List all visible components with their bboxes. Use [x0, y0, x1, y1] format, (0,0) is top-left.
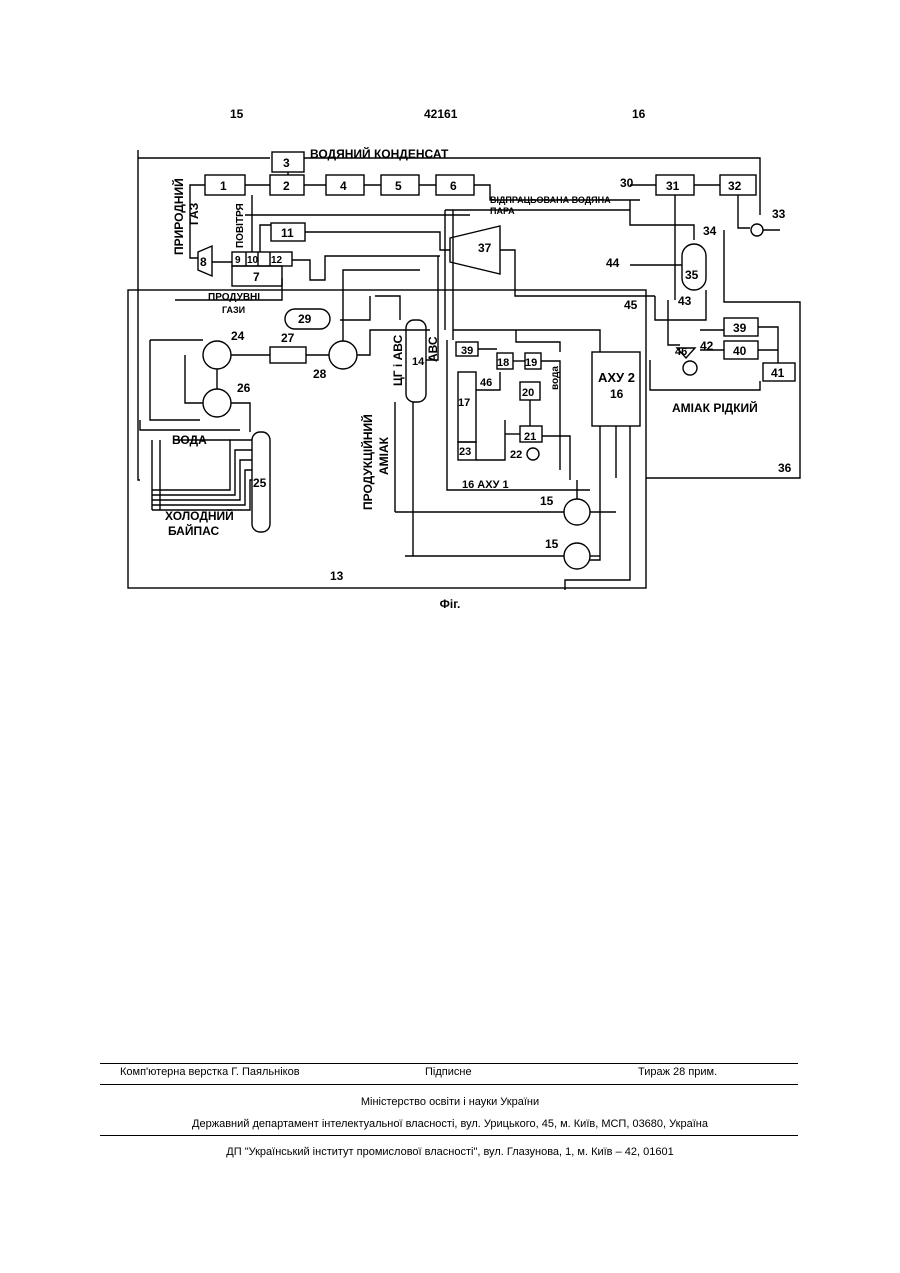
num-28: 28: [313, 367, 327, 381]
num-43: 43: [678, 294, 692, 308]
num-25: 25: [253, 476, 267, 490]
pump-42: [683, 361, 697, 375]
num-23: 23: [459, 446, 471, 458]
num-32: 32: [728, 179, 742, 193]
figure-caption: Фіг.: [0, 597, 900, 611]
num-4: 4: [340, 179, 347, 193]
num-13: 13: [330, 569, 344, 583]
pump-22: [527, 448, 539, 460]
document-number: 42161: [424, 107, 457, 121]
unit-27: [270, 347, 306, 363]
num-15b: 15: [545, 537, 559, 551]
heat-exchanger-24: [203, 341, 231, 369]
num-6: 6: [450, 179, 457, 193]
label-axu-1: 16 АХУ 1: [462, 479, 509, 491]
footer-layout-credit: Комп'ютерна верстка Г. Паяльніков: [120, 1066, 300, 1078]
boundary-36: [646, 230, 800, 478]
num-10: 10: [247, 255, 259, 266]
label-axu-2: АХУ 2: [598, 370, 635, 385]
num-14: 14: [412, 356, 425, 368]
heat-exchanger-15b: [564, 543, 590, 569]
num-2: 2: [283, 179, 290, 193]
num-11: 11: [281, 226, 294, 240]
num-3: 3: [283, 156, 290, 170]
num-46: 46: [480, 377, 492, 389]
num-1: 1: [220, 179, 227, 193]
num-16: 16: [610, 387, 624, 401]
label-purge-gases: ПРОДУВНІ: [208, 292, 260, 303]
num-12: 12: [271, 255, 283, 266]
heat-exchanger-28: [329, 341, 357, 369]
label-water: ВОДА: [172, 433, 207, 447]
footer-institute: ДП "Український інститут промислової вла…: [0, 1146, 900, 1158]
footer-rule-middle: [100, 1084, 798, 1085]
page-number-left: 15: [230, 107, 243, 121]
num-26: 26: [237, 381, 251, 395]
label-gases: ГАЗИ: [222, 305, 245, 315]
label-gas: ГАЗ: [187, 203, 201, 225]
num-19: 19: [525, 357, 537, 369]
num-44: 44: [606, 256, 620, 270]
num-22: 22: [510, 449, 522, 461]
label-waste-water: ВІДПРАЦЬОВАНА ВОДЯНА: [490, 195, 611, 205]
label-product-1: ПРОДУКЦІЙНИЙ: [360, 414, 375, 510]
num-15a: 15: [540, 494, 554, 508]
footer-signed: Підписне: [425, 1066, 472, 1078]
label-steam: ПАРА: [490, 206, 515, 216]
num-37: 37: [478, 241, 492, 255]
footer-rule-top: [100, 1063, 798, 1064]
turbine-37: [450, 226, 500, 274]
num-24: 24: [231, 329, 245, 343]
num-30: 30: [620, 176, 634, 190]
process-flow-diagram: ВОДЯНИЙ КОНДЕНСАТ ПРИРОДНИЙ ГАЗ ПОВІТРЯ …: [118, 138, 808, 608]
num-5: 5: [395, 179, 402, 193]
label-natural-gas: ПРИРОДНИЙ: [171, 178, 186, 255]
page-number-right: 16: [632, 107, 645, 121]
num-8: 8: [200, 255, 207, 269]
num-35: 35: [685, 268, 699, 282]
num-34: 34: [703, 224, 717, 238]
label-liquid-ammonia: АМІАК РІДКИЙ: [672, 400, 758, 415]
heat-exchanger-15a: [564, 499, 590, 525]
num-21: 21: [524, 431, 536, 443]
num-36: 36: [778, 461, 792, 475]
num-41: 41: [771, 366, 785, 380]
num-27: 27: [281, 331, 295, 345]
footer-rule-bottom: [100, 1135, 798, 1136]
num-33: 33: [772, 207, 786, 221]
num-18: 18: [497, 357, 509, 369]
num-40: 40: [733, 344, 747, 358]
label-cold-bypass-2: БАЙПАС: [168, 523, 219, 538]
pump-33: [751, 224, 763, 236]
num-20: 20: [522, 387, 534, 399]
num-17: 17: [458, 397, 470, 409]
label-abs: АВС: [426, 336, 440, 362]
label-water-condensate: ВОДЯНИЙ КОНДЕНСАТ: [310, 146, 449, 161]
label-water-v: вода: [550, 366, 561, 390]
footer-circulation: Тираж 28 прим.: [638, 1066, 717, 1078]
separator-35: [682, 244, 706, 290]
label-air: ПОВІТРЯ: [235, 203, 246, 248]
label-cold-bypass-1: ХОЛОДНИЙ: [165, 508, 234, 523]
label-product-2: АМІАК: [377, 436, 391, 475]
num-46-right: 46: [675, 346, 687, 358]
footer-department: Державний департамент інтелектуальної вл…: [0, 1118, 900, 1130]
num-7: 7: [253, 270, 260, 284]
footer-ministry: Міністерство освіти і науки України: [0, 1096, 900, 1108]
num-45: 45: [624, 298, 638, 312]
label-tsg-abs: ЦГ і АВС: [391, 335, 405, 386]
num-39-left: 39: [461, 345, 473, 357]
num-42: 42: [700, 339, 714, 353]
num-29: 29: [298, 312, 312, 326]
num-39: 39: [733, 321, 747, 335]
num-9: 9: [235, 255, 241, 266]
num-31: 31: [666, 179, 680, 193]
heat-exchanger-26: [203, 389, 231, 417]
